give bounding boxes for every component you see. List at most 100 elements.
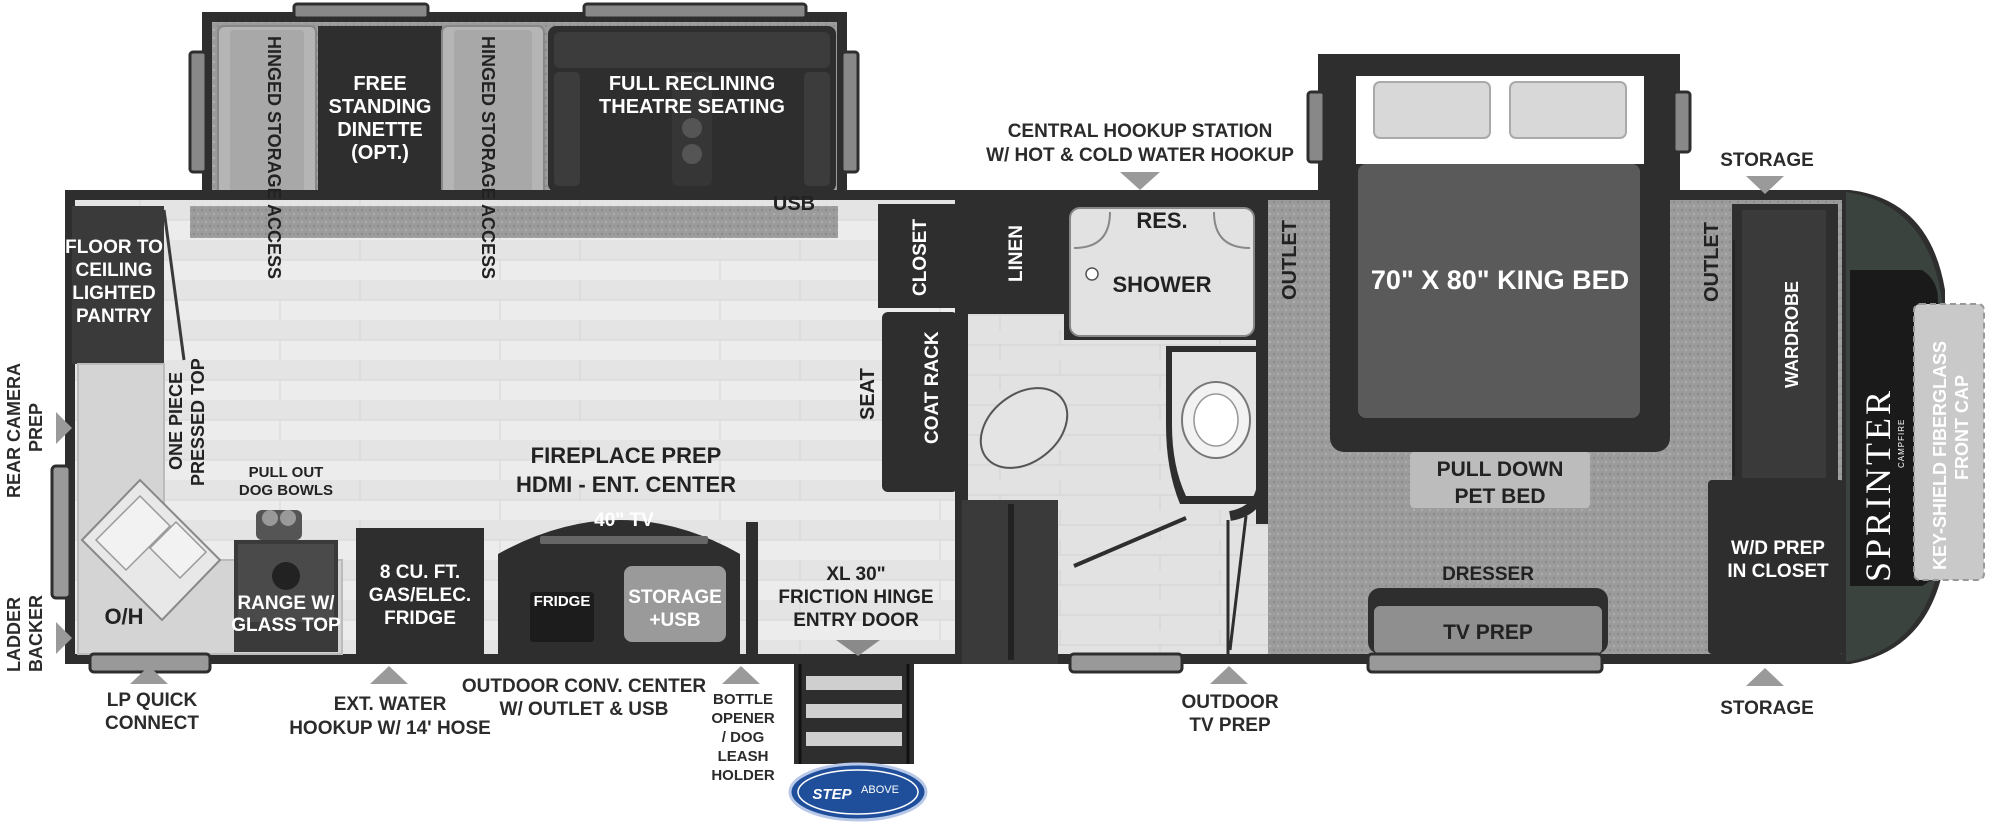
main-fridge-label: GAS/ELEC. <box>369 585 471 606</box>
lp-label: LP QUICK <box>107 690 198 711</box>
ext-water-label: EXT. WATER <box>334 694 447 715</box>
pointer-ext-water <box>370 666 408 684</box>
step-logo-text: STEP <box>812 786 852 803</box>
king-bed-label: 70" X 80" KING BED <box>1371 265 1629 295</box>
rear-camera-label: REAR CAMERA <box>4 363 24 498</box>
pointer-ladder <box>56 622 72 654</box>
wardrobe-label: WARDROBE <box>1782 281 1802 388</box>
theatre-label: THEATRE SEATING <box>599 96 785 118</box>
pantry-label: CEILING <box>75 260 152 281</box>
closet-label: CLOSET <box>910 219 931 296</box>
range-cooktop <box>234 510 338 652</box>
pointer-storage-bottom <box>1746 668 1784 686</box>
ladder-label: LADDER <box>4 597 24 672</box>
bottle-opener-label: LEASH <box>718 748 769 765</box>
bottle-opener-label: / DOG <box>722 729 765 746</box>
usb-label: USB <box>773 193 815 215</box>
outdoor-conv-label: OUTDOOR CONV. CENTER <box>462 676 706 697</box>
pressed-top-label: PRESSED TOP <box>188 358 208 486</box>
entry-door-label: ENTRY DOOR <box>793 610 919 631</box>
front-cap <box>1846 192 1985 662</box>
pantry-label: LIGHTED <box>72 283 155 304</box>
bottle-opener-label: BOTTLE <box>713 691 773 708</box>
pointer-hookup <box>1120 172 1160 190</box>
pressed-top-label: ONE PIECE <box>166 372 186 470</box>
hinged-storage-left-label: HINGED STORAGE ACCESS <box>264 36 284 279</box>
dinette-label: (OPT.) <box>351 142 409 164</box>
pointer-entry-door <box>836 640 880 656</box>
main-fridge <box>356 528 484 654</box>
storage-usb-label: +USB <box>649 610 700 631</box>
hinged-storage-right-label: HINGED STORAGE ACCESS <box>478 36 498 279</box>
storage-usb-label: STORAGE <box>628 587 722 608</box>
dinette-label: STANDING <box>329 96 432 118</box>
lp-label: CONNECT <box>105 713 199 734</box>
hookup-station-label: CENTRAL HOOKUP STATION <box>1008 121 1273 142</box>
toilet <box>979 387 1069 469</box>
dresser-label: DRESSER <box>1442 564 1534 585</box>
shower-label: SHOWER <box>1113 272 1212 297</box>
dinette-label: DINETTE <box>337 119 423 141</box>
outdoor-tv-label: TV PREP <box>1189 715 1271 736</box>
fireplace-label: FIREPLACE PREP <box>531 443 722 468</box>
dinette-label: FREE <box>353 73 406 95</box>
ext-water-label: HOOKUP W/ 14' HOSE <box>289 718 491 739</box>
brand-sub-logo: CAMPFIRE <box>1897 419 1906 468</box>
bottle-opener-label: HOLDER <box>711 767 775 784</box>
outlet-right-label: OUTLET <box>1701 222 1723 302</box>
window <box>50 464 72 600</box>
hookup-station-label: W/ HOT & COLD WATER HOOKUP <box>986 145 1294 166</box>
pointer-lp <box>130 666 168 684</box>
entry-door-label: FRICTION HINGE <box>778 587 933 608</box>
linen-label: LINEN <box>1006 225 1027 282</box>
rear-camera-label: PREP <box>26 403 46 452</box>
entertainment-center <box>498 520 740 654</box>
entry-steps <box>794 664 914 764</box>
storage-top-label: STORAGE <box>1720 150 1814 171</box>
tv40-label: 40" TV <box>594 510 654 531</box>
outdoor-tv-label: OUTDOOR <box>1181 692 1278 713</box>
outlet-left-label: OUTLET <box>1279 220 1301 300</box>
range-label: GLASS TOP <box>231 615 341 636</box>
front-cap-label: KEY-SHIELD FIBERGLASS <box>1930 341 1950 570</box>
pointer-storage-top <box>1746 176 1784 194</box>
shower <box>1064 204 1260 340</box>
pantry <box>72 206 164 364</box>
storage-bottom-label: STORAGE <box>1720 698 1814 719</box>
theatre-label: FULL RECLINING <box>609 73 775 95</box>
shower-label: RES. <box>1136 208 1187 233</box>
pet-bed-label: PULL DOWN <box>1437 458 1564 481</box>
ladder-label: BACKER <box>26 595 46 672</box>
coat-rack-label: COAT RACK <box>922 331 943 444</box>
pet-bed-label: PET BED <box>1454 485 1545 508</box>
wd-prep-label: W/D PREP <box>1731 538 1825 559</box>
vanity-sink <box>1166 346 1262 504</box>
main-fridge-label: FRIDGE <box>384 608 456 629</box>
tv-prep-label: TV PREP <box>1443 621 1533 644</box>
main-fridge-label: 8 CU. FT. <box>380 562 460 583</box>
oh-label: O/H <box>104 604 143 629</box>
window <box>1366 652 1604 674</box>
bedroom <box>1268 70 1844 654</box>
entry-door-label: XL 30" <box>826 564 885 585</box>
front-cap-label: FRONT CAP <box>1952 375 1972 480</box>
pointer-bottle <box>722 666 760 684</box>
kitchen-sink <box>80 478 222 622</box>
center-cabinets <box>878 204 1064 664</box>
pantry-label: FLOOR TO <box>65 237 163 258</box>
brand-logo: SPRINTER <box>1858 388 1898 582</box>
pantry-label: PANTRY <box>76 306 152 327</box>
dog-bowls-label: PULL OUT <box>249 464 324 481</box>
seat-label: SEAT <box>857 368 879 420</box>
window <box>1068 652 1184 674</box>
step-above-logo: STEP ABOVE <box>788 762 928 822</box>
small-fridge-label: FRIDGE <box>534 593 591 610</box>
fireplace-label: HDMI - ENT. CENTER <box>516 472 736 497</box>
living-slideout <box>188 2 860 225</box>
pointer-outdoor-tv <box>1210 666 1248 684</box>
wd-prep-label: IN CLOSET <box>1727 561 1829 582</box>
above-logo-text: ABOVE <box>861 784 899 796</box>
pointer-rear-camera <box>56 412 72 444</box>
outdoor-conv-label: W/ OUTLET & USB <box>500 699 669 720</box>
